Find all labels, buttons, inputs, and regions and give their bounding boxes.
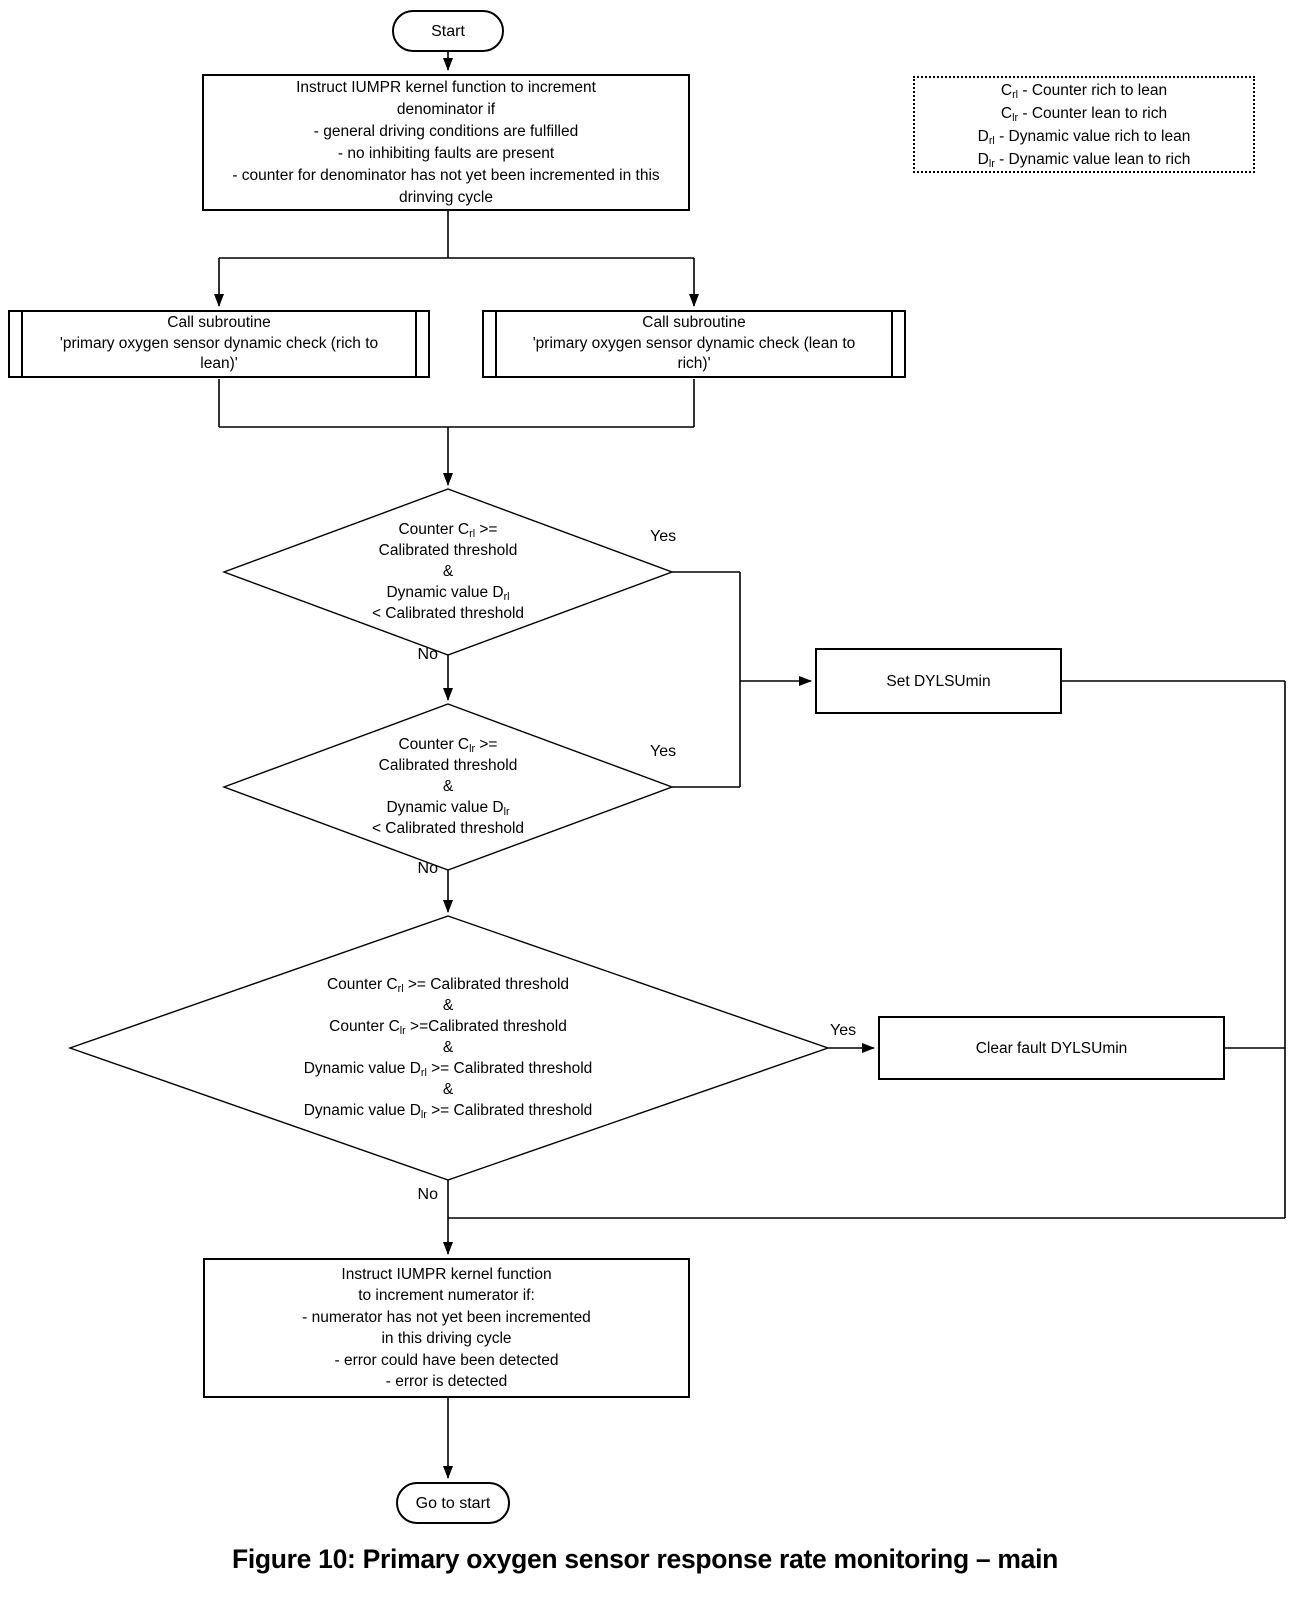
set-dylsumin-box: Set DYLSUmin (815, 648, 1062, 714)
start-label: Start (431, 22, 465, 40)
goto-start-terminator: Go to start (396, 1482, 510, 1524)
edge-label-yes-lean-to-rich: Yes (650, 743, 677, 760)
decision-diamonds (67, 488, 831, 1181)
connector-lines (214, 52, 1286, 1479)
set-dylsumin-label: Set DYLSUmin (886, 672, 991, 690)
edge-label-yes-rich-to-lean: Yes (650, 528, 677, 545)
decision-text-lean-to-rich: Counter Clr >=Calibrated threshold&Dynam… (371, 736, 525, 837)
edge-label-no-all-thresholds: No (417, 1186, 438, 1203)
figure-caption: Figure 10: Primary oxygen sensor respons… (231, 1544, 1059, 1574)
edge-label-no-lean-to-rich: No (417, 860, 438, 877)
edge-label-yes-all-thresholds: Yes (830, 1022, 857, 1039)
subroutine-call-lean-to-rich: Call subroutine'primary oxygen sensor dy… (482, 310, 906, 378)
decision-text-all-thresholds: Counter Crl >= Calibrated threshold&Coun… (303, 976, 593, 1121)
goto-start-label: Go to start (415, 1494, 491, 1512)
increment-denominator-box: Instruct IUMPR kernel function to increm… (202, 74, 690, 211)
start-terminator: Start (392, 10, 504, 52)
edge-label-no-rich-to-lean: No (417, 646, 438, 663)
clear-fault-dylsumin-label: Clear fault DYLSUmin (975, 1039, 1128, 1057)
decision-text-rich-to-lean: Counter Crl >=Calibrated threshold&Dynam… (371, 521, 525, 622)
clear-fault-dylsumin-box: Clear fault DYLSUmin (878, 1016, 1225, 1080)
subroutine-call-rich-to-lean: Call subroutine'primary oxygen sensor dy… (8, 310, 430, 378)
